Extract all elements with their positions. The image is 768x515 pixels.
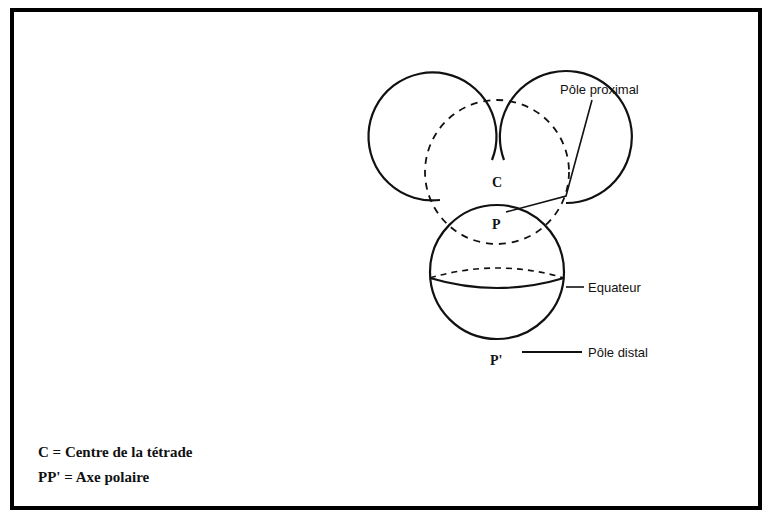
legend-note: PP' = Axe polaire	[38, 470, 149, 485]
equator-label: Equateur	[588, 281, 641, 294]
frame-border	[10, 8, 762, 510]
point-label: P	[492, 218, 501, 232]
point-label: P'	[490, 354, 502, 368]
pole-label: Pôle proximal	[560, 83, 639, 96]
pole-label: Pôle distal	[588, 346, 648, 359]
legend-note: C = Centre de la tétrade	[38, 445, 192, 460]
point-label: C	[492, 176, 502, 190]
